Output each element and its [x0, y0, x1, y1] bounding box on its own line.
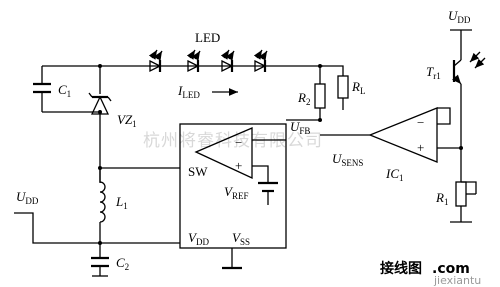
c2-label: C2	[116, 255, 129, 272]
controller-block	[179, 123, 287, 249]
udd-left-label: UDD	[16, 189, 39, 206]
sw-comparator	[194, 127, 253, 180]
junction-dot	[318, 118, 322, 122]
comparator-minus-label: −	[235, 135, 242, 150]
vref-source	[258, 181, 278, 205]
r1-label: R1	[435, 190, 448, 207]
vdd-pin-label: VDD	[188, 230, 209, 247]
udd-right-label: UDD	[448, 8, 471, 25]
vref-label: VREF	[224, 184, 248, 201]
ic1-plus-label: +	[417, 140, 424, 155]
company-watermark: 杭州将睿科技有限公司	[143, 131, 323, 151]
ic1-label: IC1	[385, 166, 404, 183]
inductor-l1	[99, 168, 106, 243]
sw-plus-input-wire	[252, 165, 269, 183]
site-logo: 接线图 .com jiexiantu	[380, 260, 481, 287]
capacitor-c2	[91, 243, 109, 277]
potentiometer-r1	[450, 181, 477, 223]
resistor-r2	[314, 66, 326, 120]
site-logo-dotcom: .com	[432, 261, 470, 277]
zener-vz1	[88, 66, 112, 183]
l1-label: L1	[115, 194, 128, 211]
tr1-label: Tr1	[426, 64, 441, 81]
comparator-plus-label: +	[235, 158, 242, 173]
capacitor-c1	[33, 66, 51, 112]
led-3	[220, 49, 235, 73]
udd-input-wire	[14, 212, 180, 244]
usens-label: USENS	[332, 151, 363, 168]
site-logo-cn: 接线图	[380, 260, 422, 277]
led-label: LED	[195, 30, 220, 45]
ic1-opamp	[368, 107, 438, 163]
ufb-label: UFB	[290, 119, 310, 136]
c1-label: C1	[58, 82, 71, 99]
r2-label: R2	[297, 90, 310, 107]
rl-label: RL	[351, 79, 365, 96]
junction-dot	[459, 146, 463, 150]
ground-symbol	[222, 248, 242, 270]
led-string	[148, 49, 268, 73]
junction-dot	[98, 110, 102, 114]
led-1	[148, 49, 163, 73]
resistor-rl	[320, 65, 349, 110]
sw-label: SW	[188, 164, 208, 179]
ic1-minus-label: −	[417, 115, 424, 130]
vz1-label: VZ1	[117, 112, 137, 129]
iled-label: ILED	[177, 83, 200, 100]
led-4	[253, 49, 268, 73]
site-url: jiexiantu	[433, 274, 481, 287]
ic1-feedback-wire	[437, 107, 451, 125]
vss-pin-label: VSS	[232, 230, 250, 247]
led-2	[186, 49, 201, 73]
phototransistor-tr1	[452, 30, 486, 182]
